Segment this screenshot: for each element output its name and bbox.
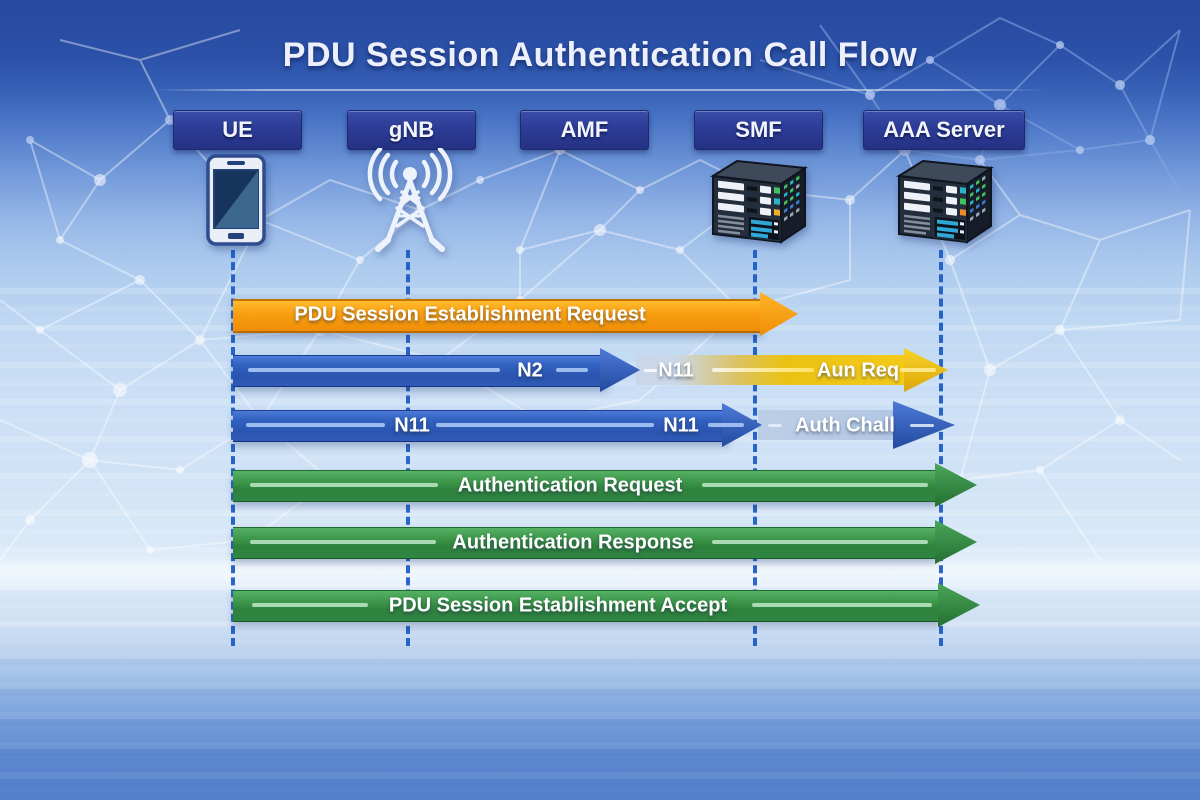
label-rule [702, 483, 928, 487]
entity-box-ue: UE [173, 110, 302, 150]
server-icon [710, 159, 808, 244]
flow-label: PDU Session Establishment Accept [388, 594, 728, 617]
label-rule [708, 423, 744, 427]
flow-label: Aun Req [816, 359, 900, 382]
label-rule [250, 540, 436, 544]
flow-label: Auth Chall [795, 414, 895, 437]
entity-label-smf: SMF [735, 117, 782, 142]
label-rule [712, 540, 928, 544]
label-rule [900, 368, 936, 372]
label-rule [768, 424, 782, 427]
label-rule [250, 483, 438, 487]
entity-box-amf: AMF [520, 110, 649, 150]
entity-label-gnb: gNB [388, 117, 435, 142]
entity-box-aaa: AAA Server [863, 110, 1025, 150]
lifeline-gnb [406, 250, 410, 646]
label-rule [644, 369, 657, 372]
label-rule [248, 368, 500, 372]
flow-label: N11 [663, 414, 699, 437]
antenna-tower-icon [367, 148, 453, 252]
label-rule [246, 423, 385, 427]
label-rule [252, 603, 368, 607]
flow-label: N11 [658, 359, 694, 382]
entity-box-gnb: gNB [347, 110, 476, 150]
flow-label: N11 [394, 414, 430, 437]
lifeline-smf [753, 250, 757, 646]
flow-label: Authentication Response [452, 531, 694, 554]
flow-label: N2 [517, 359, 543, 382]
entity-box-smf: SMF [694, 110, 823, 150]
server-icon [896, 159, 994, 244]
label-rule [436, 423, 654, 427]
lifeline-aaa [939, 250, 943, 646]
lifeline-ue [231, 250, 235, 646]
page-title: PDU Session Authentication Call Flow [282, 36, 918, 74]
label-rule [556, 368, 588, 372]
smartphone-icon [206, 154, 266, 246]
entity-label-ue: UE [222, 117, 253, 142]
arrow-bar [233, 299, 762, 333]
flow-label: PDU Session Establishment Request [294, 303, 646, 326]
header-divider-line [152, 89, 1047, 91]
entity-label-amf: AMF [560, 117, 609, 142]
flow-label: Authentication Request [457, 474, 683, 497]
entity-label-aaa: AAA Server [883, 117, 1005, 142]
label-rule [752, 603, 932, 607]
label-rule [712, 368, 814, 372]
label-rule [910, 424, 934, 427]
